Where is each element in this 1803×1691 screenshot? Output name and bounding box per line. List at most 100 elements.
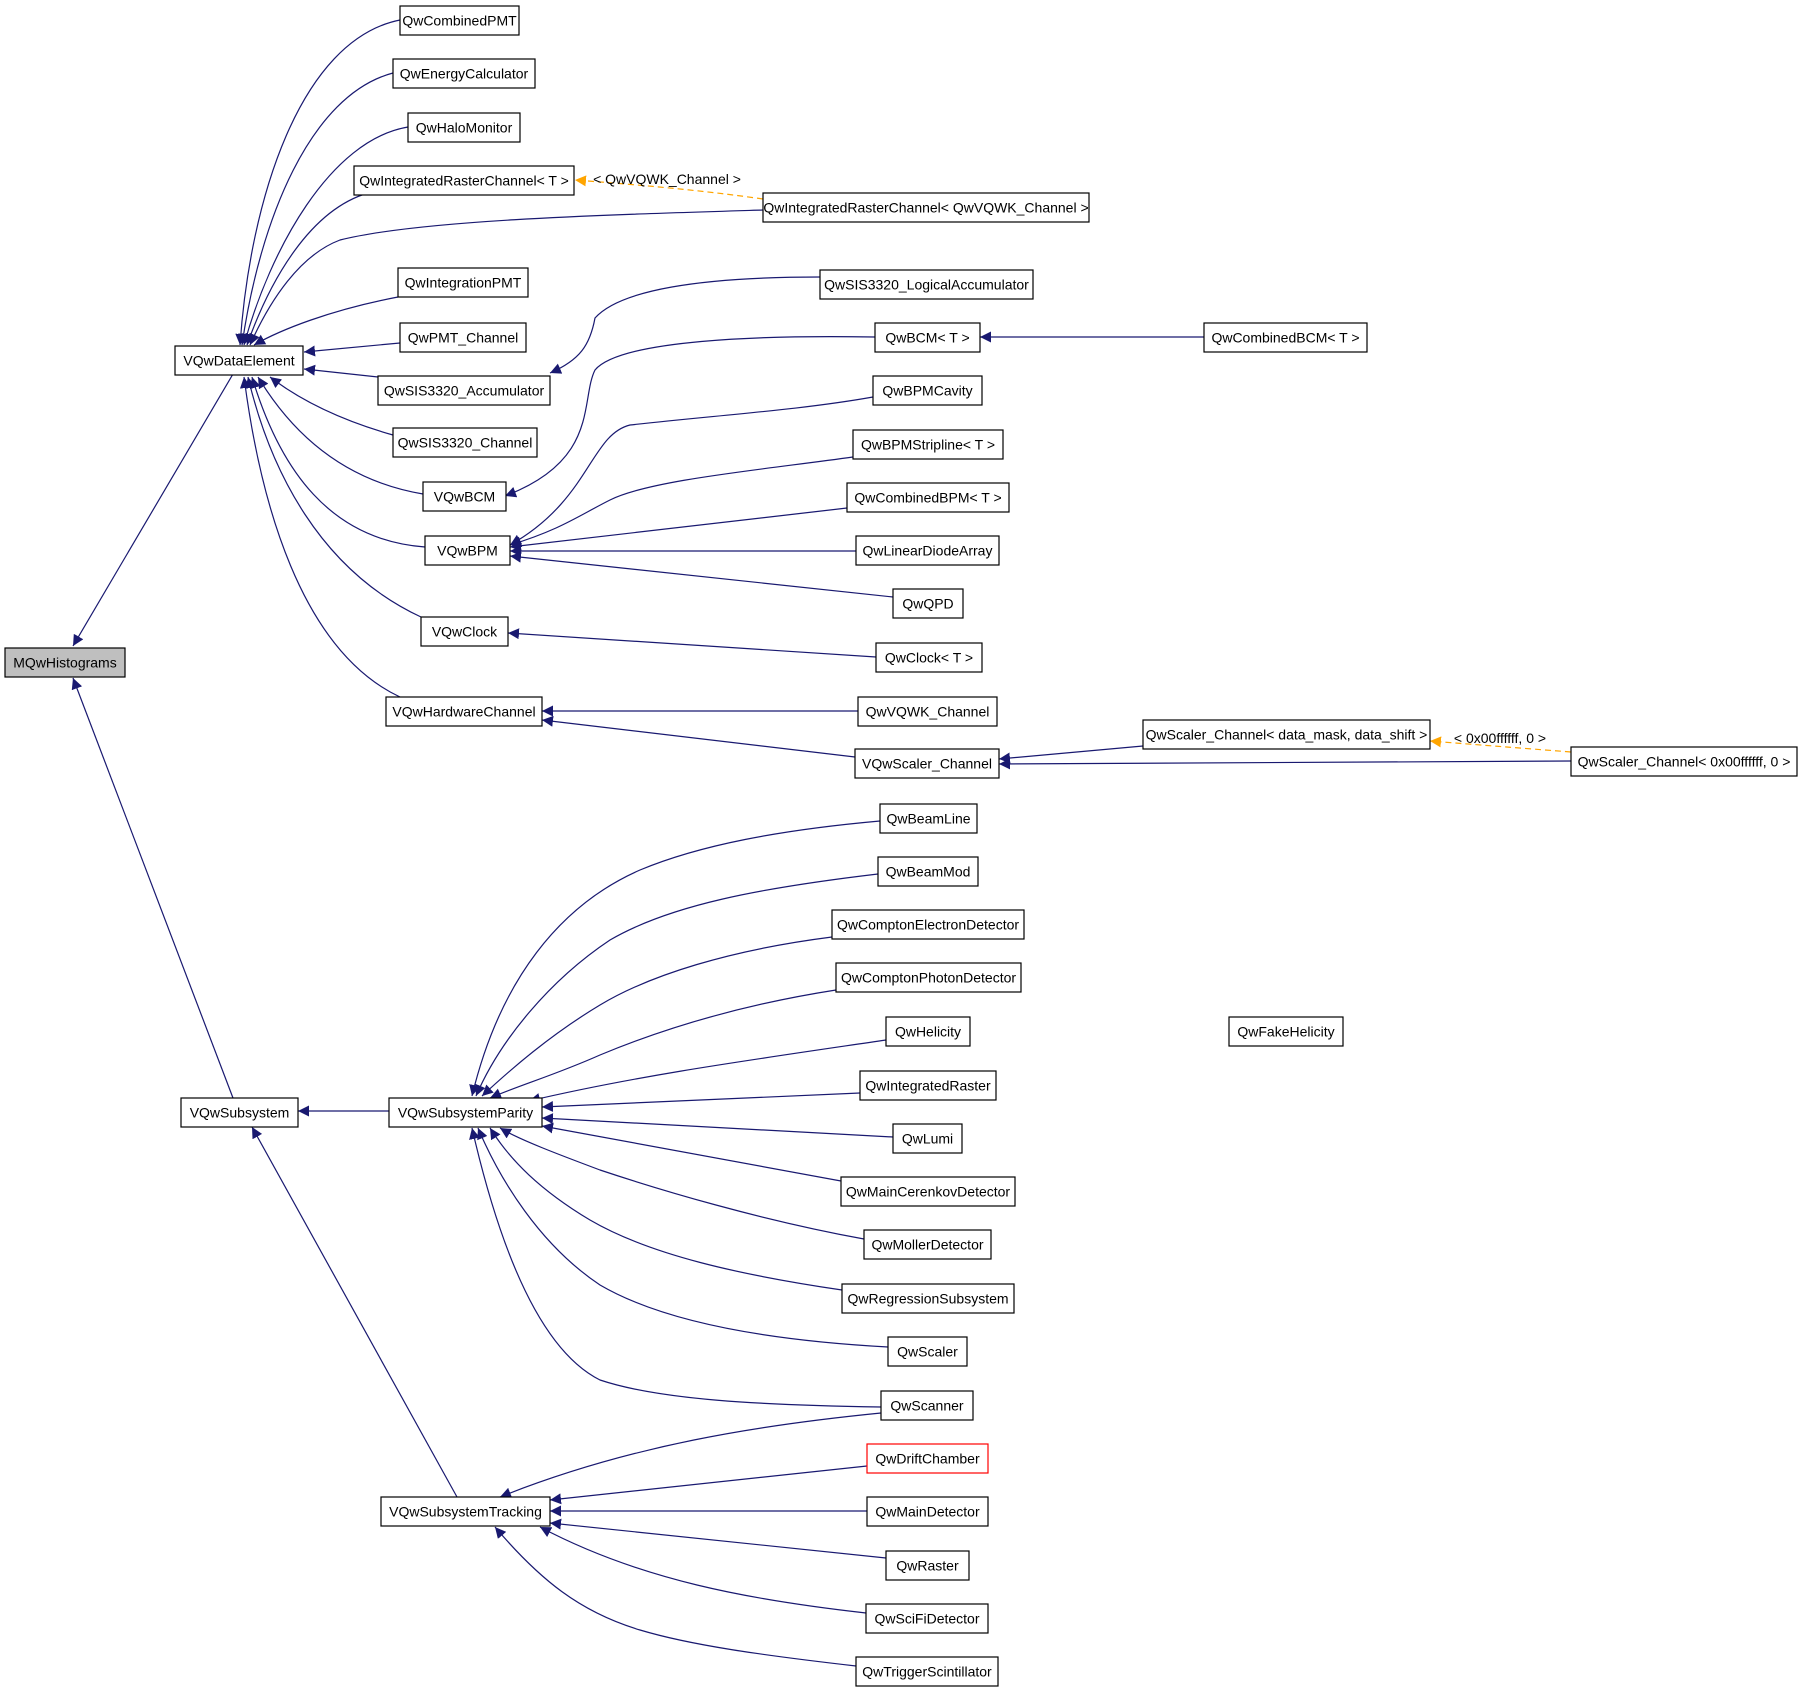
edge-combpmt-to-vqwdata — [235, 19, 401, 346]
edge-scaler_0x-to-scaler_dm — [1429, 736, 1572, 753]
edge-intrast-to-vsubpar — [541, 1092, 861, 1113]
node-qwcomptonphotondetector[interactable]: QwComptonPhotonDetector — [835, 962, 1022, 993]
edge-vqwsub-to-mqwhist — [71, 677, 234, 1099]
node-vqwsubsystem[interactable]: VQwSubsystem — [180, 1097, 299, 1128]
edge-vbpm-to-vqwdata — [249, 376, 426, 548]
node-label: QwHelicity — [895, 1024, 961, 1040]
node-label: QwRegressionSubsystem — [847, 1291, 1008, 1307]
node-qwhelicity[interactable]: QwHelicity — [885, 1016, 971, 1047]
node-label: QwSIS3320_LogicalAccumulator — [824, 277, 1029, 293]
node-label: QwLinearDiodeArray — [863, 543, 993, 559]
node-qwcomptonelectrondetector[interactable]: QwComptonElectronDetector — [831, 909, 1025, 940]
node-mqwhistograms[interactable]: MQwHistograms — [4, 647, 126, 678]
node-qwhalomonitor[interactable]: QwHaloMonitor — [407, 112, 521, 143]
edge-scanner-to-vsubpar — [469, 1127, 882, 1408]
node-qwvqwk-channel[interactable]: QwVQWK_Channel — [857, 696, 998, 727]
node-label: QwVQWK_Channel — [866, 704, 990, 720]
node-qwbpmcavity[interactable]: QwBPMCavity — [872, 375, 983, 406]
node-label: QwCombinedBPM< T > — [854, 490, 1001, 506]
edge-vclock-to-vqwdata — [245, 376, 422, 618]
node-label: QwIntegrationPMT — [405, 275, 522, 291]
node-qwcombinedbpm-t[interactable]: QwCombinedBPM< T > — [846, 482, 1010, 513]
node-qwlineardiodearray[interactable]: QwLinearDiodeArray — [855, 535, 1000, 566]
node-qwmaincerenkovdetector[interactable]: QwMainCerenkovDetector — [840, 1176, 1016, 1207]
edge-intraster_t-to-vqwdata — [245, 192, 369, 346]
node-qwdriftchamber[interactable]: QwDriftChamber — [866, 1443, 989, 1474]
node-vqwbpm[interactable]: VQwBPM — [424, 535, 511, 566]
node-label: QwIntegratedRaster — [865, 1078, 991, 1094]
node-qwfakehelicity[interactable]: QwFakeHelicity — [1228, 1016, 1344, 1047]
node-label: QwFakeHelicity — [1237, 1024, 1334, 1040]
edge-scifi-to-vsubtrk — [539, 1526, 867, 1614]
node-qwlumi[interactable]: QwLumi — [892, 1123, 963, 1154]
edge-bpmcav-to-vbpm — [509, 396, 874, 546]
node-vqwclock[interactable]: VQwClock — [420, 616, 509, 647]
edge-moller-to-vsubpar — [499, 1127, 865, 1240]
node-qwscanner[interactable]: QwScanner — [880, 1390, 974, 1421]
edge-energy-to-vqwdata — [238, 72, 394, 346]
node-label: QwScaler_Channel< 0x00ffffff, 0 > — [1578, 754, 1791, 770]
node-qwscaler-channel-0x00ffffff[interactable]: QwScaler_Channel< 0x00ffffff, 0 > — [1570, 746, 1798, 777]
node-label: QwMainCerenkovDetector — [846, 1184, 1011, 1200]
node-label: VQwBPM — [437, 543, 498, 559]
node-qwintegratedrasterchannel-t[interactable]: QwIntegratedRasterChannel< T > — [353, 165, 575, 196]
node-label: QwRaster — [896, 1558, 959, 1574]
node-vqwscaler-channel[interactable]: VQwScaler_Channel — [854, 748, 1000, 779]
node-qwenergycalculator[interactable]: QwEnergyCalculator — [392, 58, 536, 89]
node-qwraster[interactable]: QwRaster — [885, 1550, 970, 1581]
node-qwbpmstripline-t[interactable]: QwBPMStripline< T > — [852, 429, 1004, 460]
node-qwcombinedpmt[interactable]: QwCombinedPMT — [399, 5, 520, 36]
node-qwmaindetector[interactable]: QwMainDetector — [866, 1496, 989, 1527]
edge-vbcm-to-vqwdata — [257, 376, 424, 495]
edge-drift-to-vsubtrk — [549, 1465, 868, 1505]
node-label: QwCombinedBCM< T > — [1211, 330, 1359, 346]
node-vqwsubsystemtracking[interactable]: VQwSubsystemTracking — [380, 1496, 551, 1527]
node-qwscifidetector[interactable]: QwSciFiDetector — [865, 1603, 989, 1634]
node-qwpmt-channel[interactable]: QwPMT_Channel — [399, 322, 527, 353]
node-label: VQwSubsystemTracking — [389, 1504, 542, 1520]
node-qwscaler[interactable]: QwScaler — [887, 1336, 968, 1367]
node-label: QwScanner — [890, 1398, 963, 1414]
edge-beammod-to-vsubpar — [475, 873, 879, 1097]
node-label: VQwClock — [432, 624, 498, 640]
edge-label-scaler-arg: < 0x00ffffff, 0 > — [1454, 730, 1546, 746]
node-label: QwIntegratedRasterChannel< T > — [359, 173, 569, 189]
node-qwtriggerscintillator[interactable]: QwTriggerScintillator — [855, 1656, 999, 1687]
node-qwintegratedraster[interactable]: QwIntegratedRaster — [859, 1070, 997, 1101]
node-qwcombinedbcm-t[interactable]: QwCombinedBCM< T > — [1203, 322, 1368, 353]
node-label: QwDriftChamber — [875, 1451, 980, 1467]
edge-bpmstrip-to-vbpm — [509, 456, 854, 548]
node-label: VQwHardwareChannel — [392, 704, 535, 720]
node-qwsis3320-channel[interactable]: QwSIS3320_Channel — [392, 427, 538, 458]
node-qwintegratedrasterchannel-vqwk[interactable]: QwIntegratedRasterChannel< QwVQWK_Channe… — [762, 192, 1090, 223]
node-label: QwLumi — [902, 1131, 953, 1147]
node-qwmollerdetector[interactable]: QwMollerDetector — [863, 1229, 992, 1260]
node-qwscaler-channel-datamask[interactable]: QwScaler_Channel< data_mask, data_shift … — [1142, 719, 1431, 750]
node-vqwhardwarechannel[interactable]: VQwHardwareChannel — [385, 696, 543, 727]
node-vqwsubsystemparity[interactable]: VQwSubsystemParity — [388, 1097, 543, 1128]
node-qwqpd[interactable]: QwQPD — [892, 588, 964, 619]
edge-lumi-to-vsubpar — [541, 1113, 894, 1138]
node-qwclock-t[interactable]: QwClock< T > — [875, 642, 983, 673]
node-qwbeamline[interactable]: QwBeamLine — [879, 803, 978, 834]
edge-regress-to-vsubpar — [489, 1127, 843, 1291]
edge-combbpm-to-vbpm — [509, 507, 848, 552]
node-label: QwHaloMonitor — [416, 120, 513, 136]
node-vqwbcm[interactable]: VQwBCM — [422, 481, 507, 512]
edge-beamline-to-vsubpar — [469, 820, 881, 1097]
edge-comppd-to-vsubpar — [489, 989, 837, 1099]
node-label: QwQPD — [902, 596, 953, 612]
node-vqwdataelement[interactable]: VQwDataElement — [174, 345, 304, 376]
node-qwsis3320-accumulator[interactable]: QwSIS3320_Accumulator — [377, 375, 551, 406]
node-label: QwBeamMod — [886, 864, 971, 880]
node-qwbcm-t[interactable]: QwBCM< T > — [874, 322, 981, 353]
node-qwintegrationpmt[interactable]: QwIntegrationPMT — [397, 267, 529, 298]
node-label: QwIntegratedRasterChannel< QwVQWK_Channe… — [763, 200, 1088, 216]
node-qwbeammod[interactable]: QwBeamMod — [877, 856, 979, 887]
node-qwregressionsubsystem[interactable]: QwRegressionSubsystem — [841, 1283, 1015, 1314]
edge-comped-to-vsubpar — [481, 936, 833, 1097]
node-label: QwBPMCavity — [882, 383, 972, 399]
node-label: QwComptonElectronDetector — [837, 917, 1019, 933]
node-qwsis3320-logicalaccumulator[interactable]: QwSIS3320_LogicalAccumulator — [819, 269, 1034, 300]
edge-vhw-to-vqwdata — [239, 376, 401, 698]
